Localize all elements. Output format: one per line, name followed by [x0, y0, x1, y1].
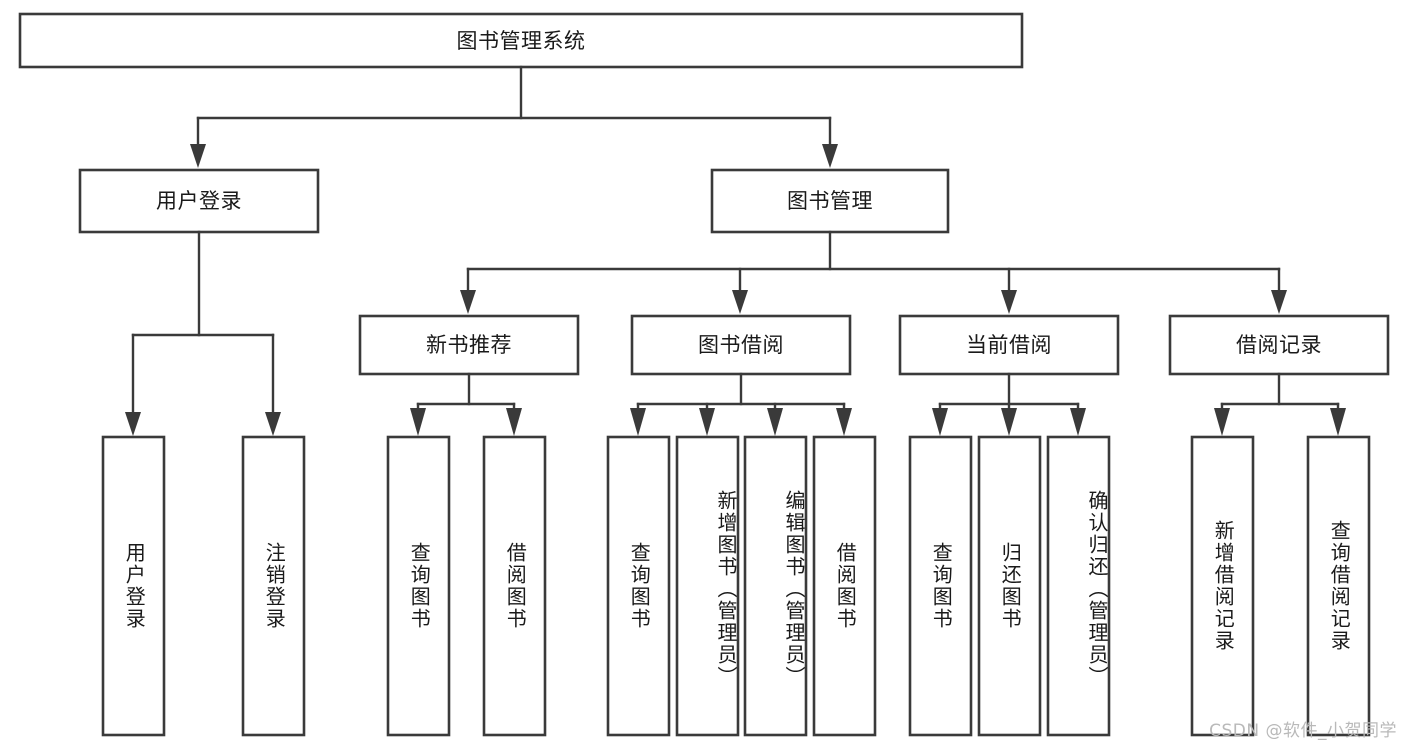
leaf-box-logout[interactable]	[241, 435, 306, 737]
arrow-br-query-record	[1330, 408, 1346, 436]
book-manage-label: 图书管理	[787, 189, 873, 213]
leaf-box-cb-return-book[interactable]	[977, 435, 1042, 737]
borrow-record-box[interactable]	[1168, 314, 1390, 376]
arrow-borrow-record	[1271, 290, 1287, 314]
node-book-borrow[interactable]: 图书借阅	[630, 314, 852, 376]
connector-borrow-record-to-leaves	[1214, 372, 1346, 436]
connector-current-borrow-to-leaves	[932, 372, 1086, 436]
arrow-bb-borrow-book	[836, 408, 852, 436]
node-root[interactable]: 图书管理系统	[18, 12, 1024, 69]
arrow-cb-query-book	[932, 408, 948, 436]
borrow-record-label: 借阅记录	[1236, 333, 1322, 357]
arrow-user-login	[190, 144, 206, 168]
node-book-manage[interactable]: 图书管理	[710, 168, 950, 234]
arrow-book-borrow	[732, 290, 748, 314]
current-borrow-label: 当前借阅	[966, 333, 1052, 357]
new-book-recommend-label: 新书推荐	[426, 333, 512, 357]
connector-user-login-to-leaves	[125, 230, 281, 436]
leaf-box-bb-query-book[interactable]	[606, 435, 671, 737]
arrow-cb-confirm-return	[1070, 408, 1086, 436]
connector-root-to-level2	[190, 65, 838, 168]
connector-book-borrow-to-leaves	[630, 372, 852, 436]
root-box[interactable]	[18, 12, 1024, 69]
book-manage-box[interactable]	[710, 168, 950, 234]
leaf-box-bb-borrow-book[interactable]	[812, 435, 877, 737]
leaf-box-nbr-borrow-book[interactable]	[482, 435, 547, 737]
connector-book-manage-to-level3	[460, 230, 1287, 314]
arrow-bb-edit-book	[767, 408, 783, 436]
arrow-book-manage	[822, 144, 838, 168]
node-current-borrow[interactable]: 当前借阅	[898, 314, 1120, 376]
book-borrow-label: 图书借阅	[698, 333, 784, 357]
root-label: 图书管理系统	[457, 29, 586, 53]
arrow-new-book-recommend	[460, 290, 476, 314]
arrow-br-add-record	[1214, 408, 1230, 436]
leaf-box-cb-query-book[interactable]	[908, 435, 973, 737]
connector-new-book-recommend-to-leaves	[410, 372, 522, 436]
leaf-box-br-add-record[interactable]	[1190, 435, 1255, 737]
arrow-nbr-query-book	[410, 408, 426, 436]
leaf-box-bb-edit-book[interactable]	[743, 435, 808, 737]
arrow-leaf-logout	[265, 412, 281, 436]
arrow-bb-add-book	[699, 408, 715, 436]
new-book-recommend-box[interactable]	[358, 314, 580, 376]
leaf-box-cb-confirm-return[interactable]	[1046, 435, 1111, 737]
node-borrow-record[interactable]: 借阅记录	[1168, 314, 1390, 376]
arrow-current-borrow	[1001, 290, 1017, 314]
leaf-box-nbr-query-book[interactable]	[386, 435, 451, 737]
arrow-nbr-borrow-book	[506, 408, 522, 436]
arrow-leaf-user-login	[125, 412, 141, 436]
csdn-watermark: CSDN @软件_小贺同学	[1209, 721, 1397, 741]
arrow-cb-return-book	[1001, 408, 1017, 436]
arrow-bb-query-book	[630, 408, 646, 436]
leaf-box-user-login[interactable]	[101, 435, 166, 737]
node-new-book-recommend[interactable]: 新书推荐	[358, 314, 580, 376]
book-borrow-box[interactable]	[630, 314, 852, 376]
leaf-box-bb-add-book[interactable]	[675, 435, 740, 737]
user-login-label: 用户登录	[156, 189, 242, 213]
current-borrow-box[interactable]	[898, 314, 1120, 376]
node-user-login[interactable]: 用户登录	[78, 168, 320, 234]
leaf-box-br-query-record[interactable]	[1306, 435, 1371, 737]
